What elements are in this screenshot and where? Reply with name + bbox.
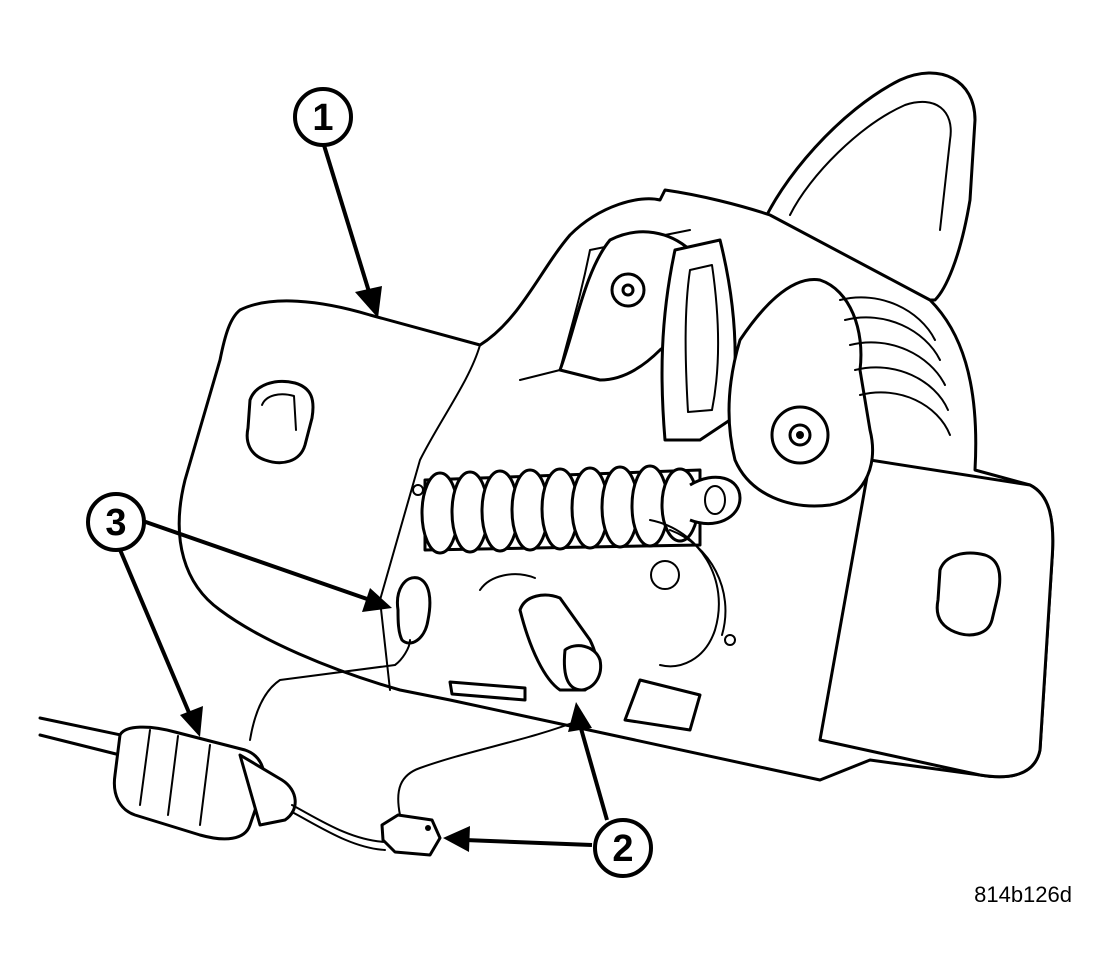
callout-2-leader-b	[464, 838, 593, 847]
callout-3-leader-a	[139, 518, 371, 602]
upper-pivot-center	[621, 283, 635, 297]
cable-conduit-clip	[112, 725, 266, 841]
cable-wire	[291, 804, 386, 843]
cable-routing-line-1	[249, 639, 411, 741]
cable-routing-line-2	[397, 719, 581, 816]
callout-3-arrowhead-a	[362, 588, 392, 612]
spring-anchor-rivet	[412, 484, 424, 496]
torsion-spring	[839, 296, 951, 436]
callout-2-leader-a	[578, 724, 609, 821]
callout-1-arrowhead	[355, 286, 382, 318]
latch-housing-outline	[379, 344, 481, 691]
callout-1-leader	[321, 141, 372, 296]
small-rivet	[724, 634, 736, 646]
callout-2-arrowhead-b	[443, 826, 470, 852]
lower-arc-spring	[649, 519, 720, 668]
lower-slot-window	[623, 678, 702, 732]
figure-code: 814b126d	[974, 882, 1072, 907]
right-mount-slot	[935, 551, 1002, 637]
ratchet-pivot-center	[796, 431, 804, 439]
latch-upper-tab-inner	[789, 100, 952, 231]
left-mount-slot-inner	[261, 393, 297, 431]
callout-3: 3	[86, 492, 146, 552]
callout-3-arrowhead-b	[180, 706, 203, 737]
lower-arc-spring-2	[669, 529, 727, 636]
coil-spring	[420, 464, 742, 555]
cable-access-hole	[395, 576, 432, 645]
release-lever-tab	[562, 644, 603, 692]
vertical-link	[660, 238, 737, 442]
callout-1-label: 1	[312, 97, 333, 139]
release-cable	[38, 716, 442, 857]
vertical-link-slot	[684, 264, 719, 413]
callout-2-label: 2	[612, 828, 633, 870]
cable-end-fitting	[380, 813, 442, 857]
callout-3-leader-b	[116, 544, 192, 716]
cable-ferrule	[238, 753, 297, 827]
callout-2: 2	[593, 818, 653, 878]
lower-guide-slot	[479, 573, 536, 591]
callout-2-arrowhead-a	[568, 702, 592, 732]
callout-1: 1	[293, 87, 353, 147]
latch-ratchet	[727, 278, 875, 508]
latch-right-tab	[818, 458, 1055, 779]
bottom-bracket-tab	[448, 680, 527, 702]
lower-rivet	[650, 560, 680, 590]
callout-3-label: 3	[105, 502, 126, 544]
